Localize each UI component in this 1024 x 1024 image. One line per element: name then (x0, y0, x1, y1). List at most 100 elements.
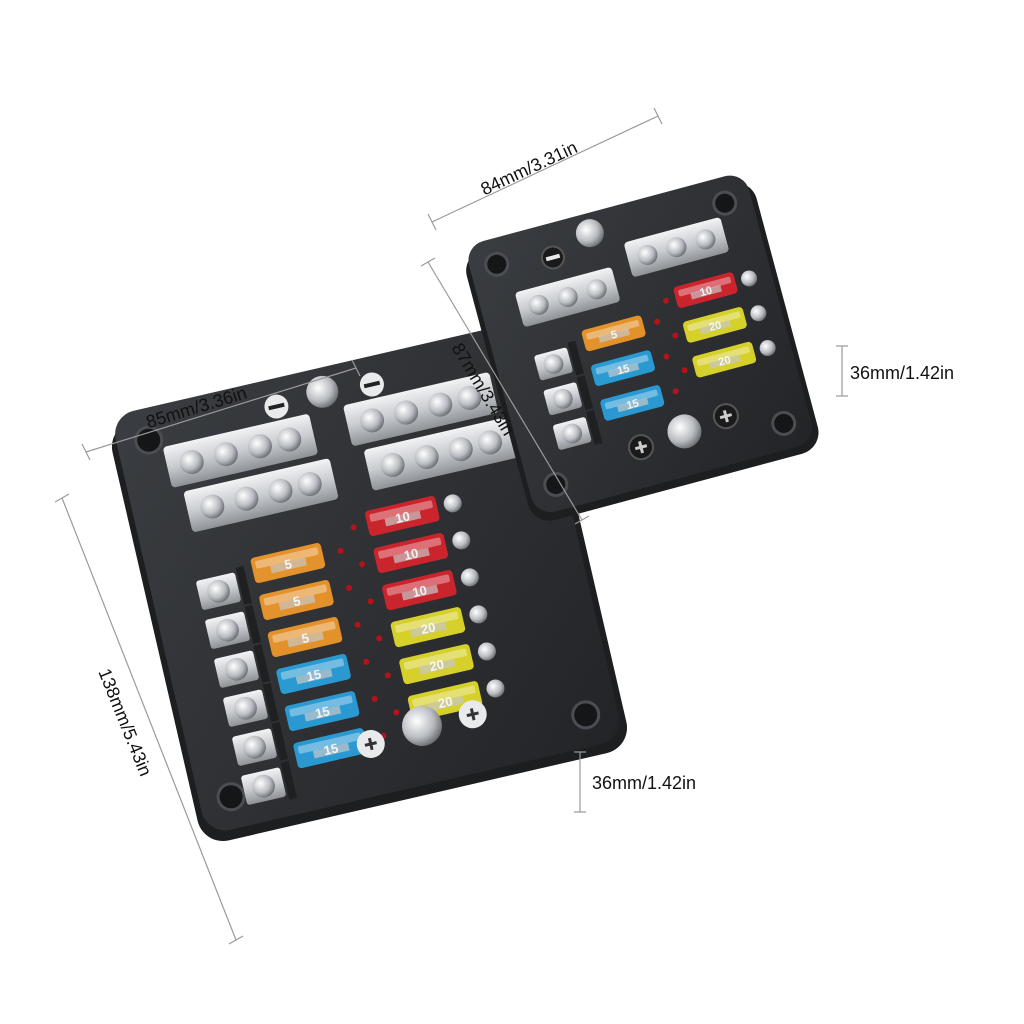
led-indicator (672, 388, 679, 395)
fuse-rating: 20 (437, 693, 454, 711)
ground-terminal (306, 375, 339, 408)
fuse-rating: 5 (283, 556, 293, 572)
busbar-screw (213, 442, 238, 467)
blade-fuse-yellow: 20 (692, 341, 757, 378)
mounting-hole (134, 425, 164, 455)
busbar-screw (297, 472, 322, 497)
busbar-screw (179, 450, 204, 475)
led-indicator (346, 584, 353, 591)
led-indicator (367, 598, 374, 605)
mounting-hole (571, 700, 601, 730)
blade-fuse-yellow: 20 (399, 644, 474, 685)
busbar-screw (268, 478, 293, 503)
blade-fuse-orange: 5 (581, 315, 646, 352)
terminal-screw (486, 679, 505, 698)
fuse-rating: 15 (625, 397, 640, 412)
busbar-screw (234, 486, 259, 511)
blade-fuse-red: 10 (373, 533, 449, 574)
blade-fuse-red: 10 (673, 272, 738, 308)
led-indicator (384, 672, 391, 679)
fuse-rating: 10 (411, 582, 428, 600)
fuse-rating: 5 (610, 329, 619, 342)
led-indicator (654, 318, 661, 325)
large-block-side-terminals (196, 566, 298, 805)
led-indicator (662, 297, 669, 304)
terminal-screw (469, 605, 488, 624)
busbar-screw (477, 430, 502, 455)
busbar-screw (457, 385, 482, 410)
terminal-screw (234, 696, 257, 720)
busbar-screw (247, 434, 272, 459)
fuse-rating: 15 (314, 703, 331, 721)
fuse-rating: 15 (322, 740, 339, 758)
led-indicator (672, 332, 679, 339)
led-indicator (337, 547, 344, 554)
large-width-line (85, 367, 357, 453)
fuse-rating: 10 (699, 285, 714, 300)
terminal-screw (750, 305, 767, 322)
large-fuse-block: 5 5 5 15 15 15 10 10 10 20 20 20 (111, 324, 628, 842)
blade-fuse-red: 10 (365, 496, 440, 536)
small-length-line (427, 261, 583, 521)
blade-fuse-orange: 5 (259, 580, 334, 620)
terminal-screw (741, 270, 758, 287)
busbar-screw (380, 452, 405, 477)
blade-fuse-blue: 15 (591, 350, 655, 386)
small-block-side-terminals (534, 340, 603, 450)
mounting-hole (712, 190, 738, 216)
led-indicator (363, 658, 370, 665)
large-block-bottom (356, 700, 487, 758)
busbar-screw (360, 408, 385, 433)
led-indicator (681, 367, 688, 374)
fuse-rating: 15 (305, 666, 322, 684)
led-indicator (359, 561, 366, 568)
blade-fuse-yellow: 20 (390, 607, 466, 648)
ground-terminal (575, 219, 604, 248)
led-indicator (393, 709, 400, 716)
mounting-hole (771, 410, 797, 436)
led-indicator (371, 695, 378, 702)
terminal-screw (759, 340, 776, 357)
small-block-fuses: 5 15 15 10 20 20 (581, 270, 776, 421)
fuse-rating: 20 (708, 319, 723, 334)
led-indicator (354, 621, 361, 628)
busbar-screw (200, 494, 225, 519)
busbar-screw (277, 427, 302, 452)
led-indicator (376, 635, 383, 642)
led-indicator (350, 524, 357, 531)
power-stud (402, 705, 443, 746)
terminal-screw (477, 642, 496, 661)
blade-fuse-orange: 5 (267, 617, 343, 657)
fuse-rating: 20 (428, 656, 445, 674)
busbar-screw (428, 392, 453, 417)
dimension-lines (54, 107, 848, 945)
small-width-line (431, 115, 659, 223)
terminal-screw (543, 354, 564, 374)
fuse-rating: 5 (300, 630, 310, 646)
terminal-screw (562, 423, 583, 444)
terminal-screw (243, 735, 266, 759)
large-length-line (61, 497, 237, 941)
small-height-label: 36mm/1.42in (850, 363, 955, 383)
busbar-screw (448, 437, 473, 462)
terminal-screw (216, 618, 239, 642)
terminal-screw (225, 657, 248, 681)
fuse-rating: 10 (394, 508, 411, 526)
mounting-hole (484, 251, 510, 277)
busbar-screw (394, 400, 419, 425)
fuse-rating: 20 (419, 619, 436, 637)
small-fuse-block: 5 15 15 10 20 20 (466, 175, 819, 521)
terminal-screw (552, 388, 573, 409)
blade-fuse-blue: 15 (600, 385, 665, 421)
mounting-hole (543, 472, 569, 498)
power-stud (667, 414, 702, 449)
busbar-screw (414, 445, 439, 470)
small-block-bottom (628, 403, 739, 461)
terminal-screw (252, 774, 275, 798)
blade-fuse-blue: 15 (276, 654, 351, 695)
blade-fuse-blue: 15 (284, 691, 360, 732)
fuse-rating: 20 (717, 354, 732, 369)
fuse-rating: 10 (402, 545, 419, 563)
blade-fuse-yellow: 20 (683, 307, 747, 343)
